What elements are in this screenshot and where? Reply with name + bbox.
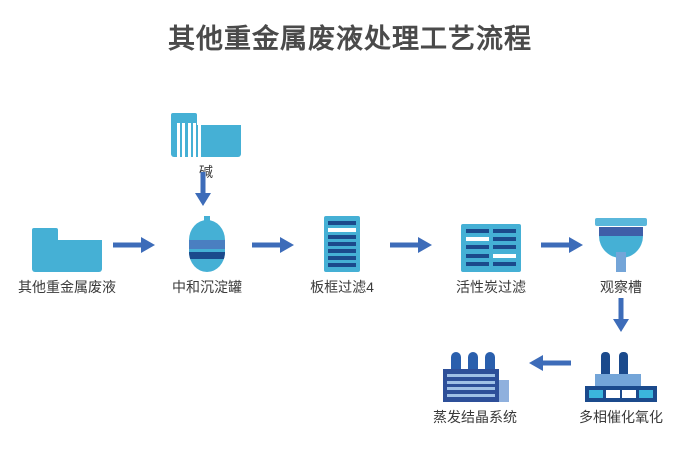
arrow-catalytic-to-evaporation (527, 352, 571, 374)
activated-carbon-filter-icon (421, 210, 561, 272)
node-neutralization-tank[interactable]: 中和沉淀罐 (137, 210, 277, 296)
evaporation-crystallizer-icon (405, 340, 545, 402)
node-alkali[interactable]: 碱 (136, 95, 276, 181)
arrow-observe-to-catalytic (611, 298, 631, 334)
arrow-tank-to-plate (252, 234, 296, 256)
node-plate-frame-filter[interactable]: 板框过滤4 (272, 210, 412, 296)
node-evaporation-crystallization[interactable]: 蒸发结晶系统 (405, 340, 545, 426)
node-plate-frame-filter-label: 板框过滤4 (310, 279, 374, 295)
node-evaporation-crystallization-label: 蒸发结晶系统 (433, 409, 517, 425)
capsule-tank-icon (137, 210, 277, 272)
node-observation-tank-label: 观察槽 (600, 279, 642, 295)
node-neutralization-tank-label: 中和沉淀罐 (172, 279, 242, 295)
node-waste-liquid-label: 其他重金属废液 (18, 279, 116, 295)
plate-frame-filter-icon (272, 210, 412, 272)
arrow-plate-to-carbon (390, 234, 434, 256)
node-activated-carbon-filter-label: 活性炭过滤 (456, 279, 526, 295)
arrow-waste-to-tank (113, 234, 157, 256)
factory-plant-icon (551, 340, 691, 402)
node-observation-tank[interactable]: 观察槽 (551, 210, 691, 296)
funnel-icon (551, 210, 691, 272)
node-catalytic-oxidation[interactable]: 多相催化氧化 (551, 340, 691, 426)
folder-striped-icon (136, 95, 276, 157)
arrow-carbon-to-observe (541, 234, 585, 256)
node-activated-carbon-filter[interactable]: 活性炭过滤 (421, 210, 561, 296)
folder-icon (0, 210, 137, 272)
node-catalytic-oxidation-label: 多相催化氧化 (579, 409, 663, 425)
node-waste-liquid[interactable]: 其他重金属废液 (0, 210, 137, 296)
page-title: 其他重金属废液处理工艺流程 (168, 24, 532, 54)
arrow-alkali-to-tank (193, 172, 213, 208)
